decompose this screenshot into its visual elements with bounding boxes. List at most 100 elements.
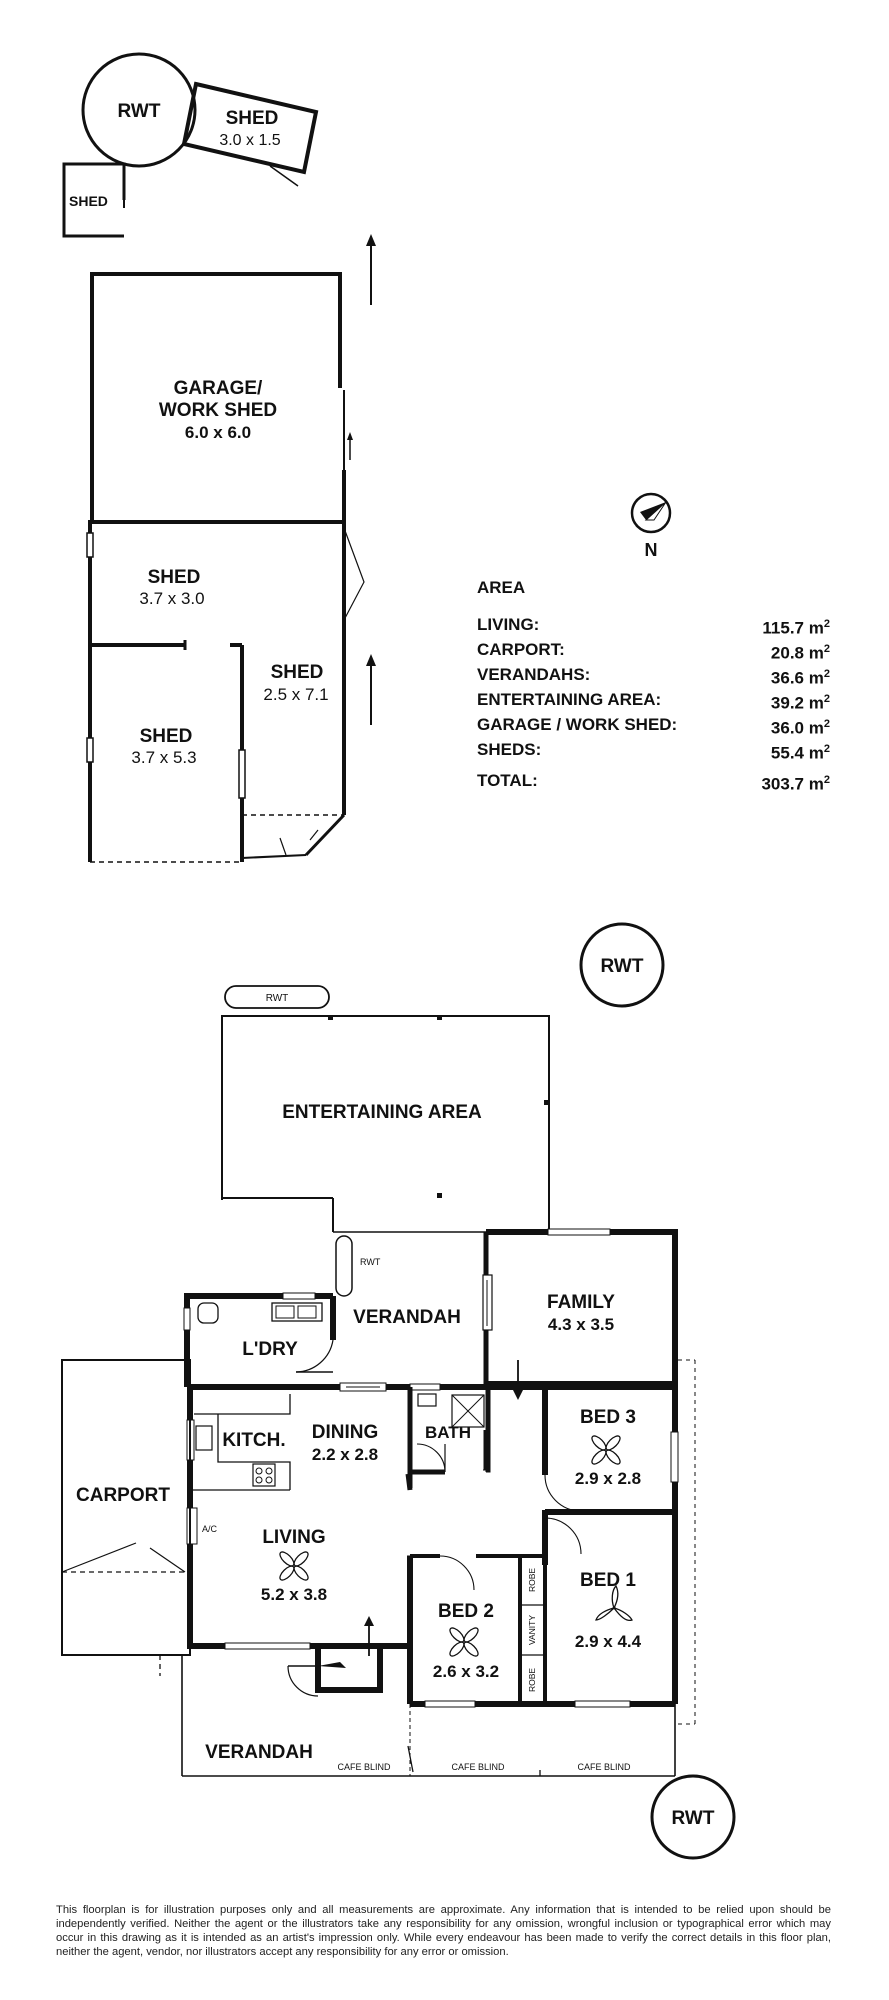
rwt-oval-tank: RWT	[224, 985, 330, 1009]
bed-1: BED 1 2.9 x 4.4	[575, 1570, 642, 1651]
area-row: LIVING: 115.7 m2	[477, 612, 830, 638]
bed1-name: BED 1	[580, 1570, 636, 1591]
living-size: 5.2 x 3.8	[261, 1585, 327, 1604]
bed2-size: 2.6 x 3.2	[433, 1662, 499, 1681]
area-total-label: TOTAL:	[477, 771, 538, 790]
cafe-blind-1: CAFE BLIND	[337, 1762, 391, 1772]
entertaining-label: ENTERTAINING AREA	[282, 1102, 482, 1123]
garage-label-2: WORK SHED	[159, 400, 277, 421]
ceiling-fan-icon	[591, 1435, 621, 1465]
area-row-label: ENTERTAINING AREA:	[477, 690, 662, 709]
shed-corner: SHED	[62, 162, 126, 238]
area-row: ENTERTAINING AREA: 39.2 m2	[477, 687, 830, 713]
shed-small-top: SHED 3.0 x 1.5	[181, 81, 319, 187]
arrow-down-icon	[513, 1390, 523, 1400]
sheds-group: SHED 3.7 x 3.0 SHED 2.5 x 7.1 SHED 3.7 x…	[86, 522, 365, 863]
disclaimer-text: This floorplan is for illustration purpo…	[56, 1904, 831, 1958]
shed-corner-label: SHED	[69, 193, 108, 209]
arrow-up-icon	[364, 1616, 374, 1626]
rwt-tank-right-label: RWT	[601, 956, 644, 977]
shed-long-name: SHED	[271, 662, 324, 683]
laundry-room: L'DRY	[183, 1292, 336, 1387]
arrow-up-icon	[366, 234, 376, 305]
shed-low-name: SHED	[140, 726, 193, 747]
rwt-tank-bottom-label: RWT	[672, 1808, 715, 1829]
carport: CARPORT	[61, 1359, 191, 1676]
area-row: VERANDAHS: 36.6 m2	[477, 662, 830, 688]
area-summary: AREA LIVING: 115.7 m2 CARPORT: 20.8 m2 V…	[477, 578, 830, 794]
living-room: A/C LIVING 5.2 x 3.8	[202, 1524, 327, 1604]
area-row-value: 115.7 m2	[762, 618, 830, 638]
dining-room: DINING 2.2 x 2.8	[312, 1422, 379, 1464]
dining-name: DINING	[312, 1422, 379, 1443]
family-room: FAMILY 4.3 x 3.5	[482, 1228, 678, 1400]
bath-label: BATH	[425, 1423, 471, 1442]
rwt-tank-bottom: RWT	[650, 1774, 736, 1860]
cafe-blind-2: CAFE BLIND	[451, 1762, 505, 1772]
kitchen: KITCH.	[190, 1394, 291, 1491]
area-title: AREA	[477, 578, 526, 597]
ceiling-fan-icon	[449, 1627, 479, 1657]
bed-2: BED 2 2.6 x 3.2 ROBE VANITY ROBE	[407, 1554, 547, 1704]
area-row-value: 39.2 m2	[770, 693, 830, 713]
rwt-tank-top: RWT	[81, 52, 197, 168]
area-total-row: TOTAL: 303.7 m2	[477, 768, 830, 794]
verandah-bottom-label: VERANDAH	[205, 1742, 313, 1763]
robe-top-label: ROBE	[527, 1568, 537, 1592]
garage-label-1: GARAGE/	[174, 378, 263, 399]
area-row-label: GARAGE / WORK SHED:	[477, 715, 678, 734]
family-size: 4.3 x 3.5	[548, 1315, 614, 1334]
rwt-tank-right: RWT	[579, 922, 665, 1008]
bed3-size: 2.9 x 2.8	[575, 1469, 641, 1488]
area-row-value: 36.6 m2	[770, 668, 830, 688]
living-name: LIVING	[262, 1527, 325, 1548]
verandah-top-label: VERANDAH	[353, 1307, 461, 1328]
family-name: FAMILY	[547, 1292, 615, 1313]
shed-long-size: 2.5 x 7.1	[263, 685, 328, 704]
shed-mid-name: SHED	[148, 567, 201, 588]
area-row-value: 55.4 m2	[770, 743, 830, 763]
area-row: GARAGE / WORK SHED: 36.0 m2	[477, 712, 830, 738]
area-row-value: 36.0 m2	[770, 718, 830, 738]
carport-label: CARPORT	[76, 1485, 170, 1506]
entertaining-area: ENTERTAINING AREA	[221, 1015, 550, 1232]
rwt-small-label: RWT	[360, 1257, 381, 1267]
rwt-oval-label: RWT	[266, 993, 289, 1004]
verandah-top: RWT VERANDAH	[333, 1231, 489, 1384]
bed2-name: BED 2	[438, 1601, 494, 1622]
robe-bottom-label: ROBE	[527, 1668, 537, 1692]
dining-size: 2.2 x 2.8	[312, 1445, 378, 1464]
kitchen-label: KITCH.	[222, 1430, 285, 1451]
bed3-name: BED 3	[580, 1407, 636, 1428]
garage-work-shed: GARAGE/ WORK SHED 6.0 x 6.0	[88, 272, 353, 524]
arrow-up-icon	[366, 654, 376, 725]
north-compass-icon: N	[630, 492, 672, 560]
hall-doors	[542, 1517, 582, 1565]
shed-small-top-size: 3.0 x 1.5	[219, 132, 280, 149]
shed-low-size: 3.7 x 5.3	[131, 748, 196, 767]
compass-north-label: N	[645, 540, 658, 560]
ceiling-fan-icon	[279, 1551, 309, 1581]
area-row: CARPORT: 20.8 m2	[477, 637, 830, 663]
bathroom: BATH	[405, 1387, 491, 1491]
area-rows: LIVING: 115.7 m2 CARPORT: 20.8 m2 VERAND…	[477, 612, 830, 763]
bed-3: BED 3 2.9 x 2.8	[542, 1387, 675, 1518]
cafe-blind-3: CAFE BLIND	[577, 1762, 631, 1772]
bed1-size: 2.9 x 4.4	[575, 1632, 642, 1651]
area-row-value: 20.8 m2	[770, 643, 830, 663]
rwt-tank-top-label: RWT	[118, 101, 161, 122]
verandah-bottom: VERANDAH CAFE BLIND CAFE BLIND CAFE BLIN…	[181, 1655, 676, 1777]
area-total-value: 303.7 m2	[761, 774, 830, 794]
shed-small-top-name: SHED	[226, 108, 279, 129]
shed-mid-size: 3.7 x 3.0	[139, 589, 204, 608]
area-row-label: LIVING:	[477, 615, 540, 634]
garage-size: 6.0 x 6.0	[185, 423, 251, 442]
area-row-label: CARPORT:	[477, 640, 565, 659]
laundry-label: L'DRY	[242, 1339, 298, 1360]
area-row: SHEDS: 55.4 m2	[477, 737, 830, 763]
vanity-label: VANITY	[527, 1615, 537, 1645]
area-row-label: SHEDS:	[477, 740, 542, 759]
ceiling-fan-icon	[595, 1584, 633, 1622]
ac-label: A/C	[202, 1524, 218, 1534]
